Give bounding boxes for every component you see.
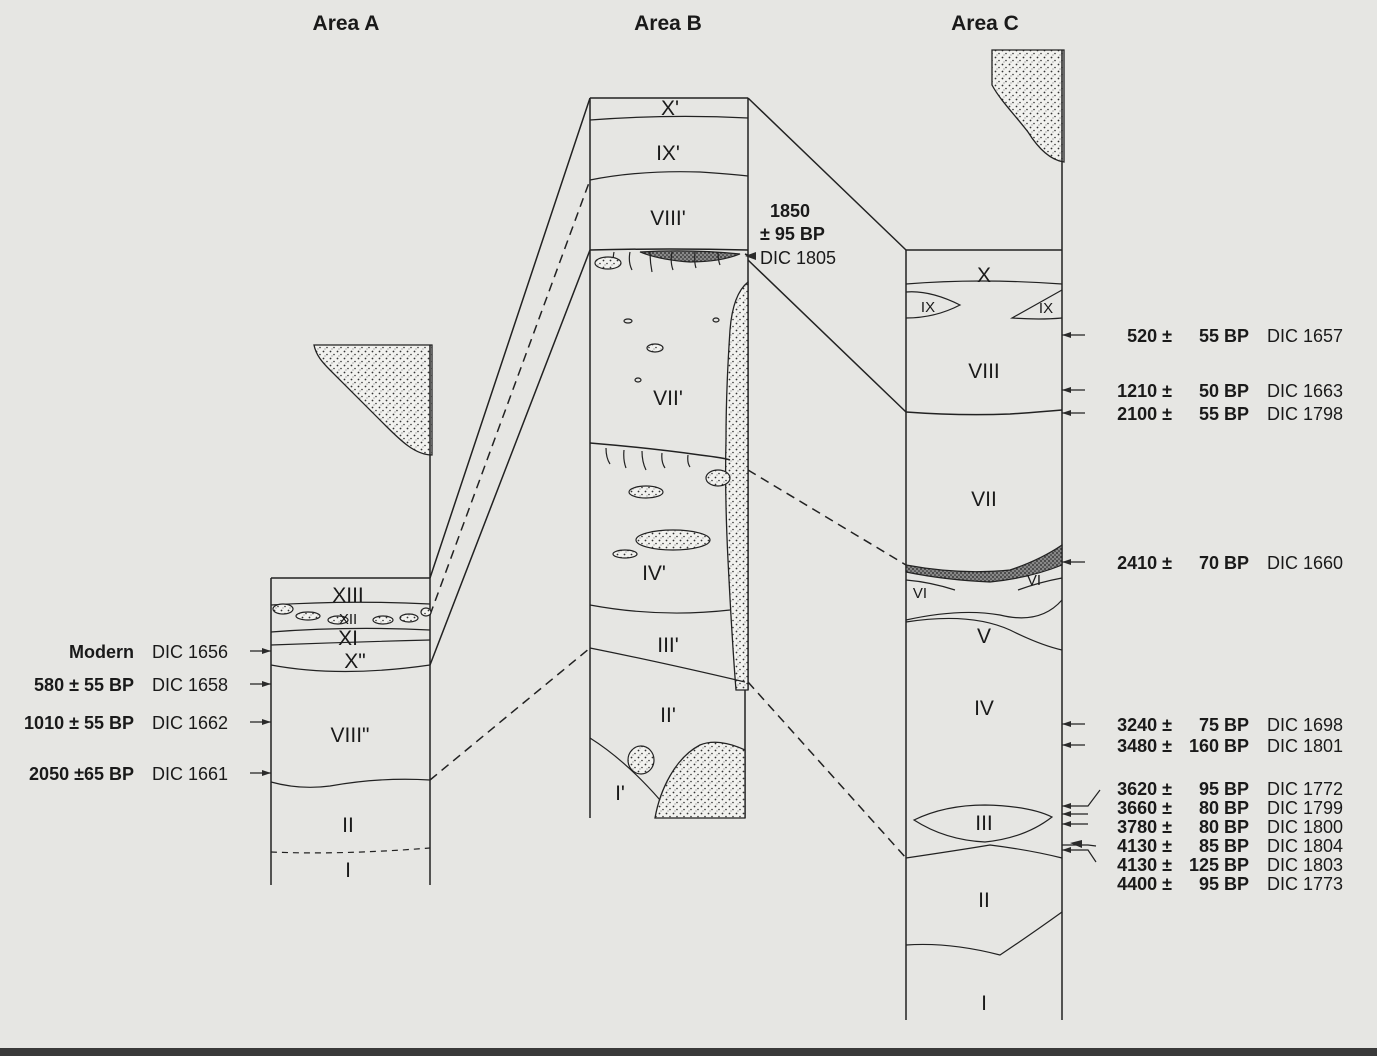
area-a-date-lab: DIC 1658 (152, 675, 228, 695)
area-a-layer-x2: X" (344, 650, 365, 673)
area-c-dates: 520 ± 55 BP DIC 1657 1210 ± 50 BP DIC 16… (1117, 326, 1343, 894)
area-b-date-lab: DIC 1805 (760, 248, 836, 268)
area-a-date-lab: DIC 1656 (152, 642, 228, 662)
area-c-date-err: 80 BP (1199, 817, 1249, 837)
area-c-date-age: 1210 ± (1117, 381, 1172, 401)
area-c-rock-outcrop (991, 49, 1065, 163)
area-c-date-err: 55 BP (1199, 404, 1249, 424)
area-a-layer-ii: II (342, 814, 354, 837)
area-c-title: Area C (951, 12, 1019, 35)
area-b-rock-bottom (654, 741, 746, 819)
area-c-layer-iii: III (975, 812, 993, 835)
area-c-date-lab: DIC 1801 (1267, 736, 1343, 756)
area-c-date-lab: DIC 1799 (1267, 798, 1343, 818)
area-c-date-age: 2100 ± (1117, 404, 1172, 424)
area-c-date-age: 4130 ± (1117, 836, 1172, 856)
area-c-date-lab: DIC 1800 (1267, 817, 1343, 837)
area-a-date-lab: DIC 1661 (152, 764, 228, 784)
area-a-layer-viii2: VIII" (331, 724, 370, 747)
area-c-date-age: 3660 ± (1117, 798, 1172, 818)
area-a-date-age: 1010 ± 55 BP (24, 713, 134, 733)
area-a-layer-xiii: XIII (332, 584, 364, 607)
area-b-stippled-band (724, 280, 749, 691)
area-b-layer-iv: IV' (642, 562, 666, 585)
area-c-date-err: 160 BP (1189, 736, 1249, 756)
area-c-date-err: 95 BP (1199, 874, 1249, 894)
area-a-date-age: 2050 ±65 BP (29, 764, 134, 784)
area-c-date-lab: DIC 1773 (1267, 874, 1343, 894)
area-b-layer-vii: VII' (653, 387, 683, 410)
area-b-layer-iii: III' (657, 634, 679, 657)
area-c-charcoal-band (905, 543, 1063, 583)
area-c-layer-vi-right: VI (1027, 572, 1041, 589)
area-a-layer-xii: XII (339, 611, 357, 628)
area-b-date-age-line1: 1850 (770, 201, 810, 221)
area-c-date-age: 3480 ± (1117, 736, 1172, 756)
area-b-title: Area B (634, 12, 702, 35)
area-c-date-err: 125 BP (1189, 855, 1249, 875)
area-b-layer-ii: II' (660, 704, 676, 727)
area-a-date-age: 580 ± 55 BP (34, 675, 134, 695)
area-b-column (589, 97, 756, 819)
area-c-date-err: 85 BP (1199, 836, 1249, 856)
area-b-layer-ix: IX' (656, 142, 680, 165)
area-c-date-lab: DIC 1660 (1267, 553, 1343, 573)
area-c-date-err: 80 BP (1199, 798, 1249, 818)
area-c-layer-viii: VIII (968, 360, 1000, 383)
area-c-layer-i: I (981, 992, 987, 1015)
area-c-date-lab: DIC 1663 (1267, 381, 1343, 401)
area-c-date-age: 3620 ± (1117, 779, 1172, 799)
area-c-layer-vii: VII (971, 488, 997, 511)
area-c-date-age: 520 ± (1127, 326, 1172, 346)
area-c-layer-x: X (977, 264, 991, 287)
area-c-date-age: 3780 ± (1117, 817, 1172, 837)
area-c-column (905, 49, 1065, 1020)
area-b-date-age-line2: ± 95 BP (760, 224, 825, 244)
area-c-date-err: 75 BP (1199, 715, 1249, 735)
area-c-date-lab: DIC 1803 (1267, 855, 1343, 875)
area-c-date-age: 3240 ± (1117, 715, 1172, 735)
area-c-date-err: 95 BP (1199, 779, 1249, 799)
area-c-layer-ii: II (978, 889, 990, 912)
area-c-layer-ix-right: IX (1039, 300, 1053, 317)
area-c-date-age: 4130 ± (1117, 855, 1172, 875)
area-a-title: Area A (313, 12, 380, 35)
area-a-date-arrows (250, 648, 271, 776)
area-a-date-lab: DIC 1662 (152, 713, 228, 733)
area-c-date-lab: DIC 1772 (1267, 779, 1343, 799)
area-c-layer-ix-left: IX (921, 299, 935, 316)
area-c-date-lab: DIC 1798 (1267, 404, 1343, 424)
area-a-date-age: Modern (69, 642, 134, 662)
area-b-layer-x: X' (661, 97, 679, 120)
area-b-layer-i: I' (615, 782, 625, 805)
area-c-date-err: 70 BP (1199, 553, 1249, 573)
area-c-date-age: 2410 ± (1117, 553, 1172, 573)
area-c-date-lab: DIC 1804 (1267, 836, 1343, 856)
area-b-layer-viii: VIII' (650, 207, 686, 230)
area-c-layer-v: V (977, 625, 991, 648)
area-b-charcoal-lens (639, 250, 741, 263)
area-c-date-arrows (1062, 332, 1101, 863)
page-edge-bar (0, 1048, 1377, 1056)
area-c-date-age: 4400 ± (1117, 874, 1172, 894)
area-c-layer-iv: IV (974, 697, 994, 720)
area-c-date-lab: DIC 1698 (1267, 715, 1343, 735)
area-a-column (270, 344, 433, 885)
area-a-layer-xi: XI (338, 627, 358, 650)
correlation-lines (429, 97, 907, 859)
area-c-date-err: 50 BP (1199, 381, 1249, 401)
area-a-layer-i: I (345, 859, 351, 882)
area-c-layer-vi-left: VI (913, 585, 927, 602)
area-c-date-lab: DIC 1657 (1267, 326, 1343, 346)
area-c-date-err: 55 BP (1199, 326, 1249, 346)
area-a-rock-outcrop (313, 344, 433, 456)
